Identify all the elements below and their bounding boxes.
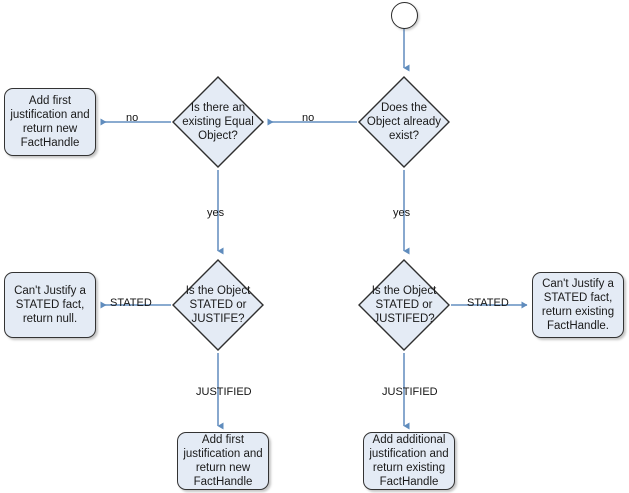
decision-stated-or-justife: Is the Object STATED or JUSTIFE? [171,258,265,352]
edge-label-justifed-justified: JUSTIFIED [382,386,438,398]
decision-stated-or-justifed: Is the Object STATED or JUSTIFED? [357,258,451,352]
start-node-circle [391,2,418,29]
decision-label: Does the Object already exist? [366,102,442,142]
edge-label-exist-yes: yes [393,207,411,219]
process-label: Add additional justification and return … [369,434,449,488]
diamond-shape [358,259,450,351]
edge-label-exist-no: no [302,112,315,124]
diamond-shape [172,76,264,168]
process-add-additional-justification-existing-facthandle: Add additional justification and return … [363,432,455,490]
edge-label-justife-stated: STATED [110,297,152,309]
decision-label: Is the Object STATED or JUSTIFE? [185,285,251,325]
process-label: Add first justification and return new F… [10,95,90,149]
edge-label-equal-no: no [126,112,139,124]
diamond-shape [358,76,450,168]
decision-label: Is there an existing Equal Object? [182,102,254,142]
process-cant-justify-return-null: Can't Justify a STATED fact, return null… [4,272,96,338]
process-label: Can't Justify a STATED fact, return null… [14,285,86,325]
process-add-first-justification-new-facthandle-top: Add first justification and return new F… [4,88,96,156]
edge-label-justife-justified: JUSTIFIED [196,386,252,398]
decision-does-object-exist: Does the Object already exist? [357,75,451,169]
process-label: Add first justification and return new F… [183,434,263,488]
decision-label: Is the Object STATED or JUSTIFED? [371,285,437,325]
process-add-first-justification-new-facthandle-bottom: Add first justification and return new F… [177,432,269,490]
process-label: Can't Justify a STATED fact, return exis… [541,278,615,332]
edge-label-equal-yes: yes [207,207,225,219]
diamond-shape [172,259,264,351]
decision-existing-equal-object: Is there an existing Equal Object? [171,75,265,169]
process-cant-justify-return-existing: Can't Justify a STATED fact, return exis… [532,272,624,338]
edge-label-justifed-stated: STATED [467,297,509,309]
